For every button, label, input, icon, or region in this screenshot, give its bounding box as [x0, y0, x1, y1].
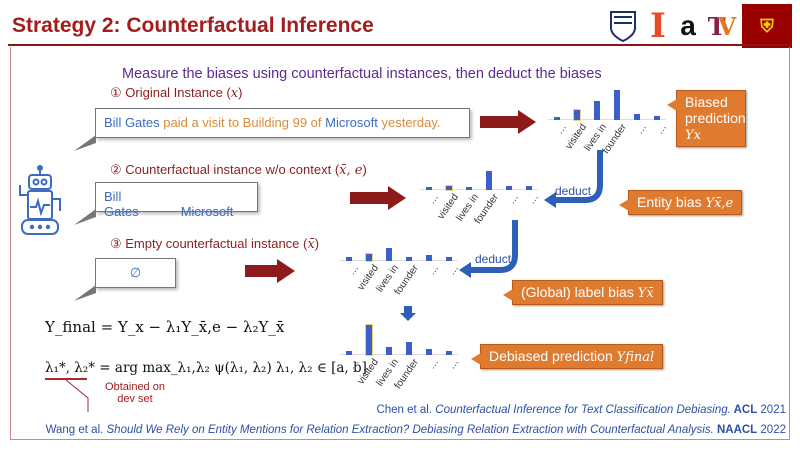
deduct-label-1: deduct: [555, 184, 592, 198]
amazon-logo: a: [680, 10, 696, 41]
bar-0: [426, 187, 432, 190]
bar-3: [614, 90, 620, 120]
bar-2: [594, 100, 600, 120]
bar-1: [445, 184, 453, 191]
step-3-label: ③ Empty counterfactual instance (x̄): [110, 236, 320, 252]
chart-baseline: [340, 260, 458, 261]
bar-4: [506, 185, 512, 190]
context-text: paid a visit to Building 99 of: [159, 115, 326, 130]
bar-2: [386, 247, 392, 261]
lambda-underline: [45, 378, 87, 380]
deduct-arrow-1: [544, 150, 603, 208]
callout-biased-prediction: Biased prediction Yx: [667, 90, 746, 147]
chart-baseline: [340, 354, 458, 355]
final-formula: Y_final = Y_x − λ₁Y_x̄,e − λ₂Y_x̄: [45, 318, 285, 336]
citation-1: Chen et al. Counterfactual Inference for…: [376, 404, 786, 416]
dev-set-note: Obtained on dev set: [105, 381, 165, 405]
callout-entity-bias: Entity bias Yx̄,e: [618, 190, 743, 215]
empty-instance-bubble: ∅: [95, 258, 176, 288]
slide-title: Strategy 2: Counterfactual Inference: [12, 14, 374, 37]
citation-2: Wang et al. Should We Rely on Entity Men…: [45, 424, 786, 436]
bar-3: [406, 256, 412, 261]
chart-baseline: [420, 189, 538, 190]
entity-tail: Microsoft: [180, 204, 234, 219]
bar-5: [446, 350, 452, 355]
bar-4: [634, 114, 640, 120]
usc-seal-logo: ⛨: [742, 4, 792, 48]
entity-head: Bill Gates: [104, 189, 139, 219]
bar-0: [346, 257, 352, 261]
bar-2: [386, 346, 392, 355]
bar-1: [365, 324, 373, 356]
bar-5: [654, 115, 660, 120]
step-2-label: ② Counterfactual instance w/o context (x…: [110, 162, 367, 178]
context-text-end: yesterday.: [377, 115, 441, 130]
empty-set-symbol: ∅: [129, 265, 142, 280]
bar-4: [426, 255, 432, 261]
red-arrow-2: [350, 186, 406, 210]
illinois-logo: I: [650, 6, 666, 46]
red-arrow-3: [245, 259, 295, 283]
deduct-label-2: deduct: [475, 252, 512, 266]
bar-5: [526, 186, 532, 190]
bar-1: [573, 108, 581, 121]
title-rule: [8, 44, 792, 46]
bar-0: [346, 351, 352, 355]
robot-icon: [19, 165, 61, 235]
bar-4: [426, 349, 432, 355]
bar-2: [466, 187, 472, 190]
bar-3: [406, 342, 412, 355]
chart-baseline: [548, 119, 666, 120]
red-arrow-1: [480, 110, 536, 134]
bar-1: [365, 252, 373, 262]
original-instance-bubble: Bill Gates paid a visit to Building 99 o…: [95, 108, 470, 138]
entity-tail: Microsoft: [325, 115, 378, 130]
entity-head: Bill Gates: [104, 115, 160, 130]
callout-label-bias: (Global) label bias Yx̄: [503, 280, 663, 305]
note-connector: [65, 379, 89, 412]
penn-logo: [603, 6, 643, 46]
bar-5: [446, 256, 452, 261]
content-frame: [10, 47, 790, 440]
down-arrow: [400, 306, 416, 321]
subtitle: Measure the biases using counterfactual …: [122, 66, 602, 82]
callout-debiased-prediction: Debiased prediction Yfinal: [470, 344, 664, 369]
lambda-formula: λ₁*, λ₂* = arg max_λ₁,λ₂ ψ(λ₁, λ₂) λ₁, λ…: [45, 360, 367, 376]
deduct-arrow-2: [459, 220, 518, 278]
bar-0: [554, 117, 560, 120]
bar-3: [486, 170, 492, 190]
step-1-label: ① Original Instance (x): [110, 85, 243, 101]
